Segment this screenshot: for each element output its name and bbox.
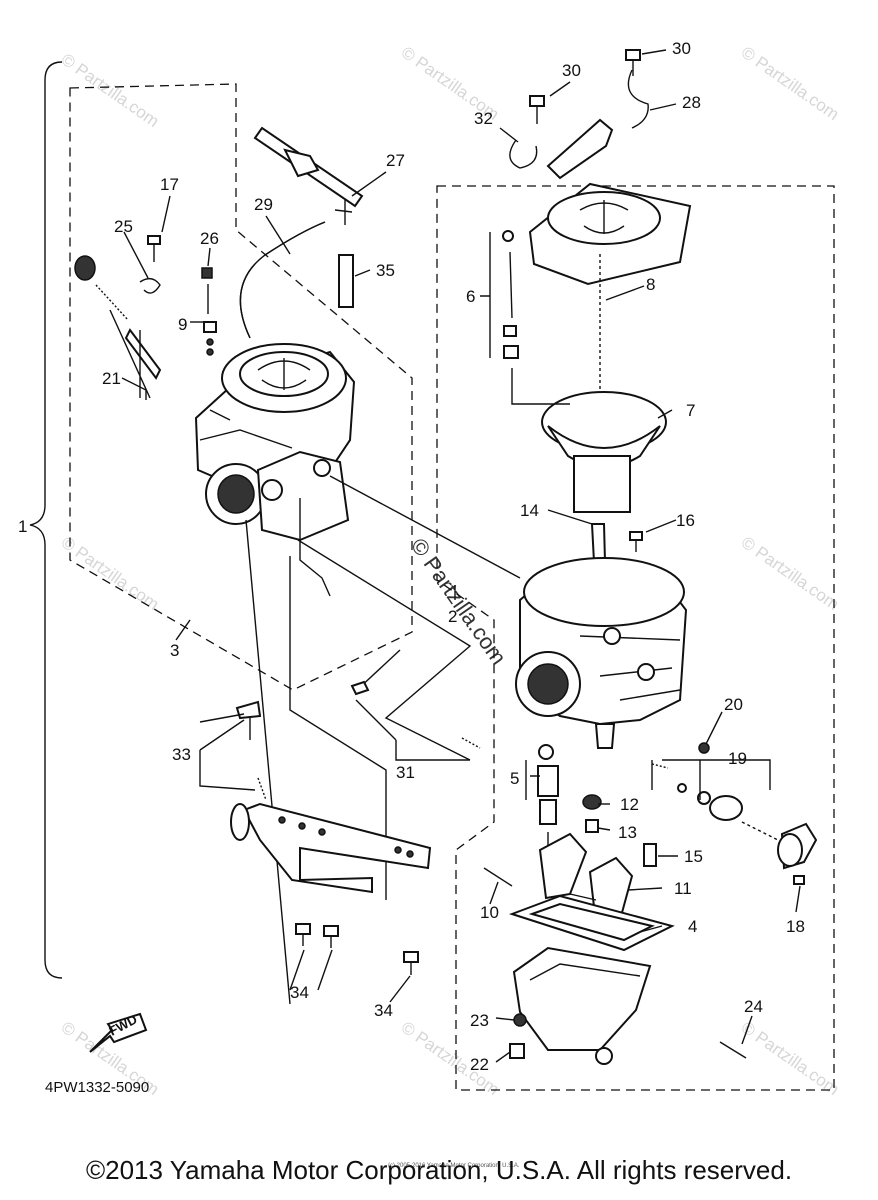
callout-12: 12	[620, 795, 639, 814]
callout-6: 6	[466, 287, 475, 306]
callout-23: 23	[470, 1011, 489, 1030]
callout-14: 14	[520, 501, 539, 520]
callout-32: 32	[474, 109, 493, 128]
callout-11: 11	[674, 879, 692, 898]
watermark: © Partzilla.com	[738, 43, 843, 124]
copyright-notice: ©2013 Yamaha Motor Corporation, U.S.A. A…	[85, 1155, 793, 1185]
callout-15: 15	[684, 847, 703, 866]
callout-33: 33	[172, 745, 191, 764]
callout-29: 29	[254, 195, 273, 214]
right-carb-dashed-outline	[436, 185, 835, 1091]
callout-24: 24	[744, 997, 763, 1016]
callout-9: 9	[178, 315, 187, 334]
watermark: © Partzilla.com	[738, 533, 843, 614]
link-lines	[245, 475, 521, 1005]
callout-31: 31	[396, 763, 415, 782]
callout-30-left: 30	[562, 61, 581, 80]
callout-21: 21	[102, 369, 121, 388]
leader-lines	[109, 49, 801, 1063]
callout-3: 3	[170, 641, 179, 660]
left-carb-dashed-outline	[69, 83, 413, 691]
watermark: © Partzilla.com	[58, 533, 163, 614]
callout-30-right: 30	[672, 39, 691, 58]
callout-13: 13	[618, 823, 637, 842]
tiny-credit: (c) 2005-2016 Yamaha Motor Corporation, …	[388, 1163, 520, 1169]
callout-2: 2	[448, 607, 457, 626]
callout-18: 18	[786, 917, 805, 936]
callout-10: 10	[480, 903, 499, 922]
callout-16: 16	[676, 511, 695, 530]
callout-20: 20	[724, 695, 743, 714]
callout-8: 8	[646, 275, 655, 294]
callout-17: 17	[160, 175, 179, 194]
watermark: © Partzilla.com	[58, 50, 163, 131]
right-carburetor	[502, 49, 692, 749]
callout-34-right: 34	[374, 1001, 393, 1020]
callout-19: 19	[728, 749, 747, 768]
part-code: 4PW1332-5090	[45, 1079, 149, 1096]
assembly-brace	[29, 61, 63, 979]
forward-arrow: FWD	[89, 1012, 148, 1053]
watermark: © Partzilla.com	[738, 1018, 843, 1099]
callout-numbers: 1 2 3 4 5 6 7 8 9 10 11 12 13 14 15 16 1…	[18, 39, 805, 1074]
left-bottom-parts	[230, 680, 481, 975]
callout-1: 1	[18, 517, 27, 536]
callout-4: 4	[688, 917, 697, 936]
callout-26: 26	[200, 229, 219, 248]
callout-7: 7	[686, 401, 695, 420]
watermarks: © Partzilla.com © Partzilla.com © Partzi…	[58, 43, 843, 1099]
watermark-center: © Partzilla.com	[406, 534, 512, 670]
left-carb-parts	[74, 126, 364, 597]
callout-22: 22	[470, 1055, 489, 1074]
callout-34-left: 34	[290, 983, 309, 1002]
callout-25: 25	[114, 217, 133, 236]
callout-5: 5	[510, 769, 519, 788]
right-bottom-parts	[483, 531, 818, 1065]
left-carburetor	[194, 343, 356, 542]
callout-27: 27	[386, 151, 405, 170]
callout-28: 28	[682, 93, 701, 112]
callout-35: 35	[376, 261, 395, 280]
